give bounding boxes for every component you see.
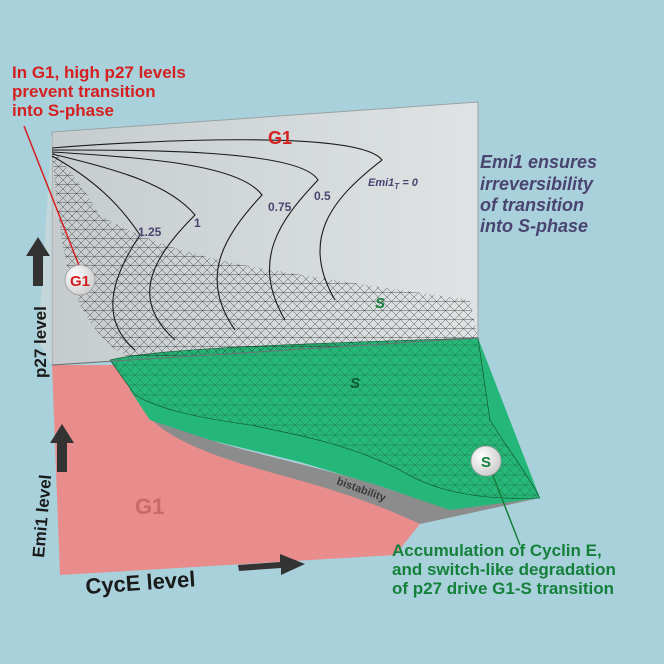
g1-note-line-1: In G1, high p27 levels (12, 63, 186, 82)
s-note-line-1: Accumulation of Cyclin E, (392, 541, 602, 560)
emi1-annotation: Emi1 ensures irreversibility of transiti… (480, 152, 597, 236)
g1-pointer-line (23, 125, 81, 269)
emi1-note-line-2: irreversibility (480, 174, 594, 194)
g1-note-line-2: prevent transition (12, 82, 156, 101)
s-pointer-line (489, 467, 521, 546)
g1-marker: G1 (64, 264, 96, 296)
s-marker-label: S (481, 454, 491, 471)
nullcline-curves (51, 139, 383, 351)
panel-fold-line (51, 337, 479, 366)
cyce-arrow-icon (238, 554, 305, 575)
s-note-line-2: and switch-like degradation (392, 560, 616, 579)
curve-label-0-5: 0.5 (314, 189, 331, 203)
g1-marker-label: G1 (70, 273, 90, 290)
curve-label-1-25: 1.25 (138, 225, 162, 239)
curve-label-0-75: 0.75 (268, 200, 292, 214)
emi1-arrow-icon (50, 424, 74, 472)
p27-axis-label: p27 level (31, 306, 50, 378)
p27-arrow-icon (26, 237, 50, 286)
curve-label-emi-sub: T (394, 182, 400, 191)
back-g1-label: G1 (268, 128, 292, 148)
back-s-label: S (375, 295, 385, 312)
floor-g1-region (52, 365, 420, 575)
s-note-line-3: of p27 drive G1-S transition (392, 579, 614, 598)
emi1-note-line-3: of transition (480, 195, 584, 215)
curve-emi-1-25 (51, 155, 141, 351)
curve-label-emi: Emi1T = 0 (368, 177, 419, 191)
s-annotation: Accumulation of Cyclin E, and switch-lik… (392, 467, 616, 598)
g1-surface-mesh (52, 150, 478, 358)
curve-label-emi-end: = 0 (399, 177, 419, 189)
curve-label-emi-main: Emi1 (368, 177, 394, 189)
s-surface-mesh-lines (110, 338, 540, 499)
floor-s-label: S (350, 375, 360, 392)
g1-note-line-3: into S-phase (12, 101, 114, 120)
p27-axis: p27 level (26, 237, 50, 378)
floor-g1-label: G1 (135, 494, 164, 519)
emi1-axis-label: Emi1 level (29, 474, 55, 559)
curve-emi-0-75 (51, 151, 263, 331)
curve-emi-1 (51, 153, 196, 341)
emi1-note-line-4: into S-phase (480, 216, 588, 236)
floor-bistability-band (125, 365, 540, 524)
s-marker: S (470, 445, 502, 477)
emi1-note-line-1: Emi1 ensures (480, 152, 597, 172)
curve-emi-0-5 (51, 149, 319, 321)
curve-label-1: 1 (194, 216, 201, 230)
g1-annotation: In G1, high p27 levels prevent transitio… (12, 63, 186, 269)
curve-emi-0 (51, 139, 383, 301)
